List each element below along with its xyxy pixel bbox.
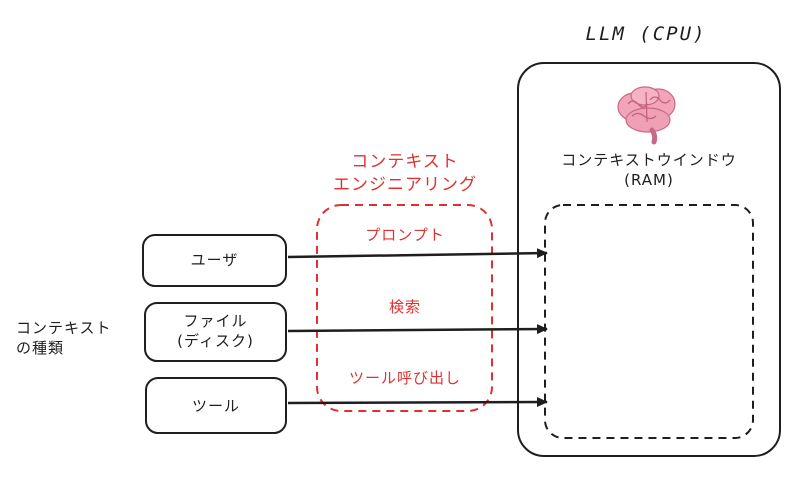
llm-title: LLM (CPU) bbox=[585, 23, 707, 45]
source-box-file bbox=[144, 302, 287, 362]
context-types-label-line2: の種類 bbox=[16, 339, 65, 357]
method-label-search: 検索 bbox=[388, 298, 421, 316]
context-window-label: コンテキストウインドウ (RAM) bbox=[536, 150, 762, 190]
llm-box bbox=[517, 62, 781, 457]
arrow-tool-to-context-window bbox=[287, 397, 548, 408]
context-engineering-label-line1: コンテキスト bbox=[351, 152, 459, 172]
context-window-label-line1: コンテキストウインドウ bbox=[561, 151, 737, 169]
source-label-user: ユーザ bbox=[143, 250, 286, 270]
source-label-file-line2: (ディスク) bbox=[177, 332, 254, 350]
context-engineering-label-line2: エンジニアリング bbox=[333, 175, 477, 195]
source-label-tool-line1: ツール bbox=[191, 397, 240, 415]
source-label-tool: ツール bbox=[146, 396, 286, 416]
arrow-file-to-context-window bbox=[287, 324, 548, 335]
source-box-tool bbox=[145, 377, 287, 434]
source-box-user bbox=[142, 234, 287, 287]
context-types-label-line1: コンテキスト bbox=[16, 319, 112, 337]
method-label-prompt: プロンプト bbox=[365, 226, 445, 244]
brain-icon bbox=[617, 86, 676, 145]
source-label-user-line1: ユーザ bbox=[190, 251, 239, 269]
method-label-tool-call: ツール呼び出し bbox=[348, 369, 461, 387]
source-label-file-line1: ファイル bbox=[183, 312, 248, 330]
arrow-user-to-context-window bbox=[287, 248, 548, 259]
source-label-file: ファイル (ディスク) bbox=[145, 311, 286, 351]
context-window-label-line2: (RAM) bbox=[624, 171, 674, 189]
context-window-box bbox=[544, 204, 754, 439]
context-engineering-label: コンテキスト エンジニアリング bbox=[305, 151, 505, 197]
context-types-label: コンテキスト の種類 bbox=[16, 318, 136, 358]
context-engineering-box bbox=[316, 204, 493, 412]
